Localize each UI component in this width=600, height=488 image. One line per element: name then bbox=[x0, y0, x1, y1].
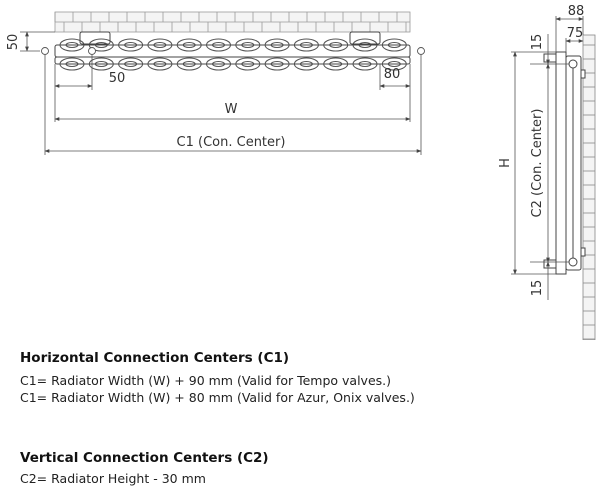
side-wall bbox=[582, 34, 596, 340]
dim-88: 88 bbox=[568, 4, 585, 19]
side-radiator bbox=[543, 51, 586, 275]
dim-w: W bbox=[225, 102, 238, 117]
connection-points bbox=[41, 47, 425, 55]
horizontal-line-1: C1= Radiator Width (W) + 90 mm (Valid fo… bbox=[20, 373, 392, 388]
front-view: 50 50 80 W C1 (Con. Center) bbox=[6, 11, 425, 155]
dim-c2: C2 (Con. Center) bbox=[530, 109, 545, 218]
vertical-notes: Vertical Connection Centers (C2) C2= Rad… bbox=[20, 450, 269, 487]
dim-c1: C1 (Con. Center) bbox=[177, 135, 286, 150]
vertical-line-1: C2= Radiator Height - 30 mm bbox=[20, 471, 206, 486]
dim-75: 75 bbox=[567, 26, 584, 41]
dim-h: H bbox=[498, 158, 513, 168]
side-view: 88 75 15 15 H C2 (Con. Center) bbox=[498, 4, 596, 340]
horizontal-notes: Horizontal Connection Centers (C1) C1= R… bbox=[20, 350, 415, 406]
dim-top-15: 15 bbox=[530, 34, 545, 51]
horizontal-line-2: C1= Radiator Width (W) + 80 mm (Valid fo… bbox=[20, 390, 415, 405]
dim-bottom-15: 15 bbox=[530, 280, 545, 297]
vertical-title: Vertical Connection Centers (C2) bbox=[20, 450, 269, 466]
dim-left-50: 50 bbox=[6, 34, 21, 51]
wall-bricks bbox=[54, 11, 411, 33]
radiator-headers bbox=[54, 31, 411, 65]
dim-right-80: 80 bbox=[384, 67, 401, 82]
horizontal-title: Horizontal Connection Centers (C1) bbox=[20, 350, 290, 366]
technical-drawing: 50 50 80 W C1 (Con. Center) bbox=[6, 4, 596, 340]
dim-spacing-50: 50 bbox=[109, 71, 126, 86]
